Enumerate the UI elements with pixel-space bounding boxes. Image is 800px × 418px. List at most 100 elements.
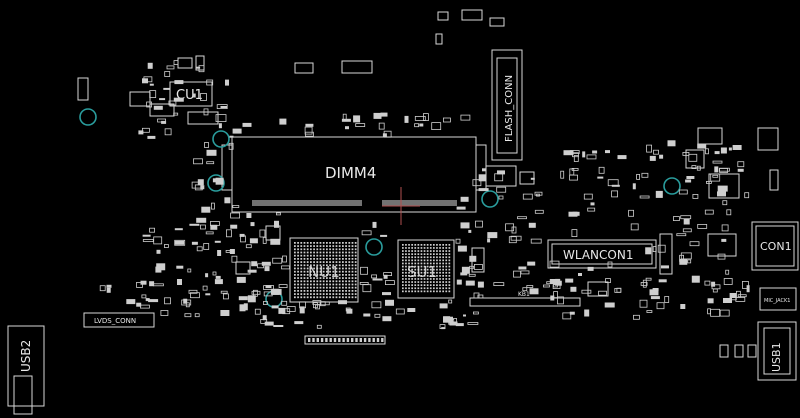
bga-pad: [402, 287, 404, 290]
bga-pad: [433, 281, 435, 283]
bga-pad: [313, 245, 315, 247]
smd-part: [299, 301, 307, 309]
smd-part: [175, 240, 184, 245]
smd-part: [642, 279, 647, 288]
bga-pad: [442, 287, 445, 290]
bga-pad: [303, 280, 306, 283]
bga-pad: [414, 271, 417, 274]
kb1-connector[interactable]: KB1: [469, 291, 581, 307]
smd-part: [345, 126, 349, 130]
bga-pad: [300, 258, 303, 260]
smd-part: [431, 122, 442, 130]
smd-part: [200, 93, 207, 101]
bga-pad: [345, 290, 347, 292]
bga-pad: [297, 258, 299, 260]
smd-part: [584, 309, 590, 317]
usb2-connector[interactable]: USB2: [7, 325, 45, 415]
bga-pad: [306, 251, 309, 254]
bga-pad: [429, 278, 432, 280]
dimm4-slot[interactable]: DIMM4: [221, 136, 487, 213]
bga-pad: [294, 267, 296, 270]
nu1-chip[interactable]: NU1: [289, 237, 359, 303]
bga-pad: [354, 274, 357, 276]
smd-part: [319, 301, 326, 307]
smd-part: [316, 324, 322, 329]
smd-part: [149, 227, 156, 233]
bga-pad: [326, 254, 328, 257]
smd-part: [534, 209, 544, 214]
smd-part: [557, 296, 564, 305]
mic-jack1-connector[interactable]: MIC_JACK1: [759, 287, 797, 311]
bga-pad: [423, 259, 426, 262]
smd-part: [279, 118, 287, 125]
flash-conn-connector[interactable]: FLASH_CONN: [491, 49, 523, 161]
bga-pad: [411, 256, 414, 259]
bga-pad: [411, 281, 414, 283]
bga-pad: [294, 242, 296, 244]
smd-part: [156, 263, 166, 271]
bga-pad: [423, 278, 426, 280]
bga-pad: [345, 286, 347, 289]
smd-part: [656, 302, 665, 310]
bga-pad: [345, 245, 347, 247]
bga-pad: [345, 242, 347, 244]
bga-pad: [342, 245, 344, 247]
bga-pad: [420, 259, 423, 262]
usb1-connector[interactable]: USB1: [757, 321, 797, 381]
smd-part: [469, 255, 477, 262]
bga-pad: [436, 278, 438, 280]
bga-pad: [342, 274, 344, 276]
bga-pad: [335, 267, 338, 270]
smd-part: [275, 212, 281, 216]
smd-part: [160, 310, 169, 316]
bga-pad: [335, 296, 338, 299]
bga-pad: [342, 283, 344, 286]
smd-part: [526, 285, 534, 288]
smd-part: [717, 185, 728, 192]
smd-part: [383, 274, 388, 279]
con1-connector[interactable]: CON1: [751, 221, 799, 271]
bga-pad: [306, 290, 309, 292]
smd-part: [587, 207, 596, 212]
smd-part: [448, 299, 453, 304]
bga-pad: [436, 275, 438, 277]
bga-pad: [405, 290, 407, 293]
smd-part: [443, 316, 451, 319]
bga-pad: [329, 242, 331, 244]
smd-part: [273, 325, 284, 327]
smd-part: [657, 244, 666, 253]
bga-pad: [411, 290, 414, 293]
su1-chip[interactable]: SU1: [397, 239, 455, 299]
smd-part: [176, 265, 184, 269]
bga-pad: [436, 253, 438, 256]
bga-pad: [445, 278, 448, 280]
bottom-pin-row: [304, 335, 386, 345]
bga-pad: [448, 278, 451, 280]
pin: [316, 338, 319, 342]
smd-part: [384, 280, 395, 286]
bga-pad: [417, 290, 420, 293]
bga-pad: [300, 286, 303, 289]
bga-pad: [351, 277, 354, 279]
smd-part: [712, 288, 718, 293]
bga-pad: [417, 253, 420, 256]
bga-pad: [332, 264, 335, 267]
nu1-label: NU1: [308, 263, 340, 281]
bga-pad: [348, 280, 351, 283]
wlancon1-connector[interactable]: WLANCON1: [547, 239, 657, 269]
smd-part: [707, 298, 714, 304]
bga-pad: [313, 264, 315, 267]
bga-pad: [426, 287, 429, 290]
bga-pad: [351, 242, 354, 244]
bga-pad: [345, 293, 347, 295]
bga-pad: [319, 286, 322, 289]
smd-part: [201, 206, 211, 213]
bga-pad: [303, 251, 306, 254]
bga-pad: [310, 283, 312, 286]
smd-part: [203, 108, 209, 116]
smd-part: [472, 179, 482, 187]
lvds-conn-connector[interactable]: LVDS_CONN: [83, 312, 155, 328]
smd-part: [467, 322, 479, 325]
bga-pad: [426, 281, 429, 283]
